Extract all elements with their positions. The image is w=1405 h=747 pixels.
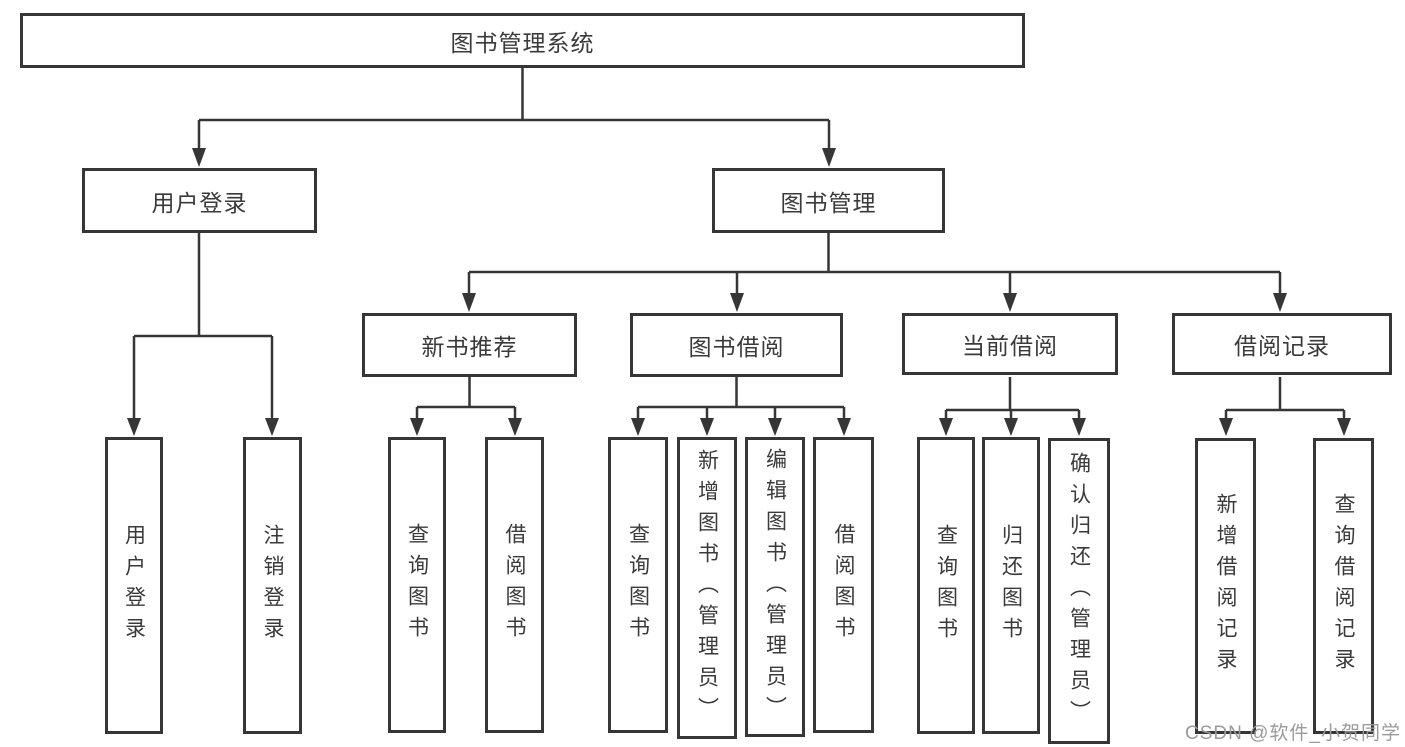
node-root-label: 图书管理系统: [450, 29, 595, 56]
node-leaf-nb-borrow: 借阅图书: [485, 437, 544, 733]
node-borrow-record: 借阅记录: [1172, 313, 1392, 375]
node-leaf-nb-borrow-label: 借阅图书: [503, 523, 526, 647]
node-leaf-nb-query-label: 查询图书: [405, 523, 429, 647]
node-leaf-bb-borrow: 借阅图书: [813, 437, 874, 733]
node-leaf-bb-add-label: 新增图书（管理员）: [695, 448, 719, 728]
node-leaf-br-add-label: 新增借阅记录: [1214, 493, 1237, 679]
node-user-login: 用户登录: [82, 168, 317, 233]
node-leaf-logout-label: 注销登录: [261, 523, 284, 648]
node-leaf-cb-return-label: 归还图书: [999, 523, 1023, 648]
node-book-mgmt-label: 图书管理: [780, 189, 877, 216]
node-book-borrow: 图书借阅: [630, 313, 843, 377]
arrowheads: [127, 148, 1351, 436]
node-borrow-record-label: 借阅记录: [1234, 333, 1330, 359]
node-leaf-nb-query: 查询图书: [388, 437, 446, 733]
node-new-book-rec-label: 新书推荐: [421, 334, 518, 360]
node-leaf-bb-query-label: 查询图书: [626, 523, 650, 647]
node-new-book-rec: 新书推荐: [362, 313, 577, 377]
node-book-borrow-label: 图书借阅: [688, 334, 785, 360]
node-leaf-br-query-label: 查询借阅记录: [1332, 493, 1355, 679]
node-leaf-bb-borrow-label: 借阅图书: [832, 523, 855, 647]
node-user-login-label: 用户登录: [151, 189, 248, 216]
node-leaf-bb-query: 查询图书: [608, 437, 668, 733]
node-leaf-cb-confirm-label: 确认归还（管理员）: [1067, 451, 1091, 731]
node-leaf-br-query: 查询借阅记录: [1313, 438, 1374, 734]
node-leaf-cb-query: 查询图书: [917, 437, 975, 734]
node-book-mgmt: 图书管理: [712, 168, 945, 233]
node-leaf-cb-query-label: 查询图书: [934, 523, 958, 648]
node-leaf-bb-edit-label: 编辑图书（管理员）: [763, 447, 787, 727]
watermark: CSDN @软件_小贺同学: [1185, 723, 1401, 744]
node-root: 图书管理系统: [20, 13, 1025, 68]
node-leaf-cb-confirm: 确认归还（管理员）: [1048, 438, 1110, 744]
node-current-borrow: 当前借阅: [902, 313, 1118, 375]
node-leaf-cb-return: 归还图书: [982, 437, 1040, 734]
node-leaf-br-add: 新增借阅记录: [1195, 438, 1256, 734]
node-leaf-login-label: 用户登录: [122, 523, 146, 648]
node-leaf-logout: 注销登录: [243, 437, 302, 734]
node-leaf-login: 用户登录: [105, 437, 163, 734]
node-current-borrow-label: 当前借阅: [962, 333, 1058, 359]
node-leaf-bb-edit: 编辑图书（管理员）: [745, 437, 805, 737]
node-leaf-bb-add: 新增图书（管理员）: [677, 437, 737, 739]
